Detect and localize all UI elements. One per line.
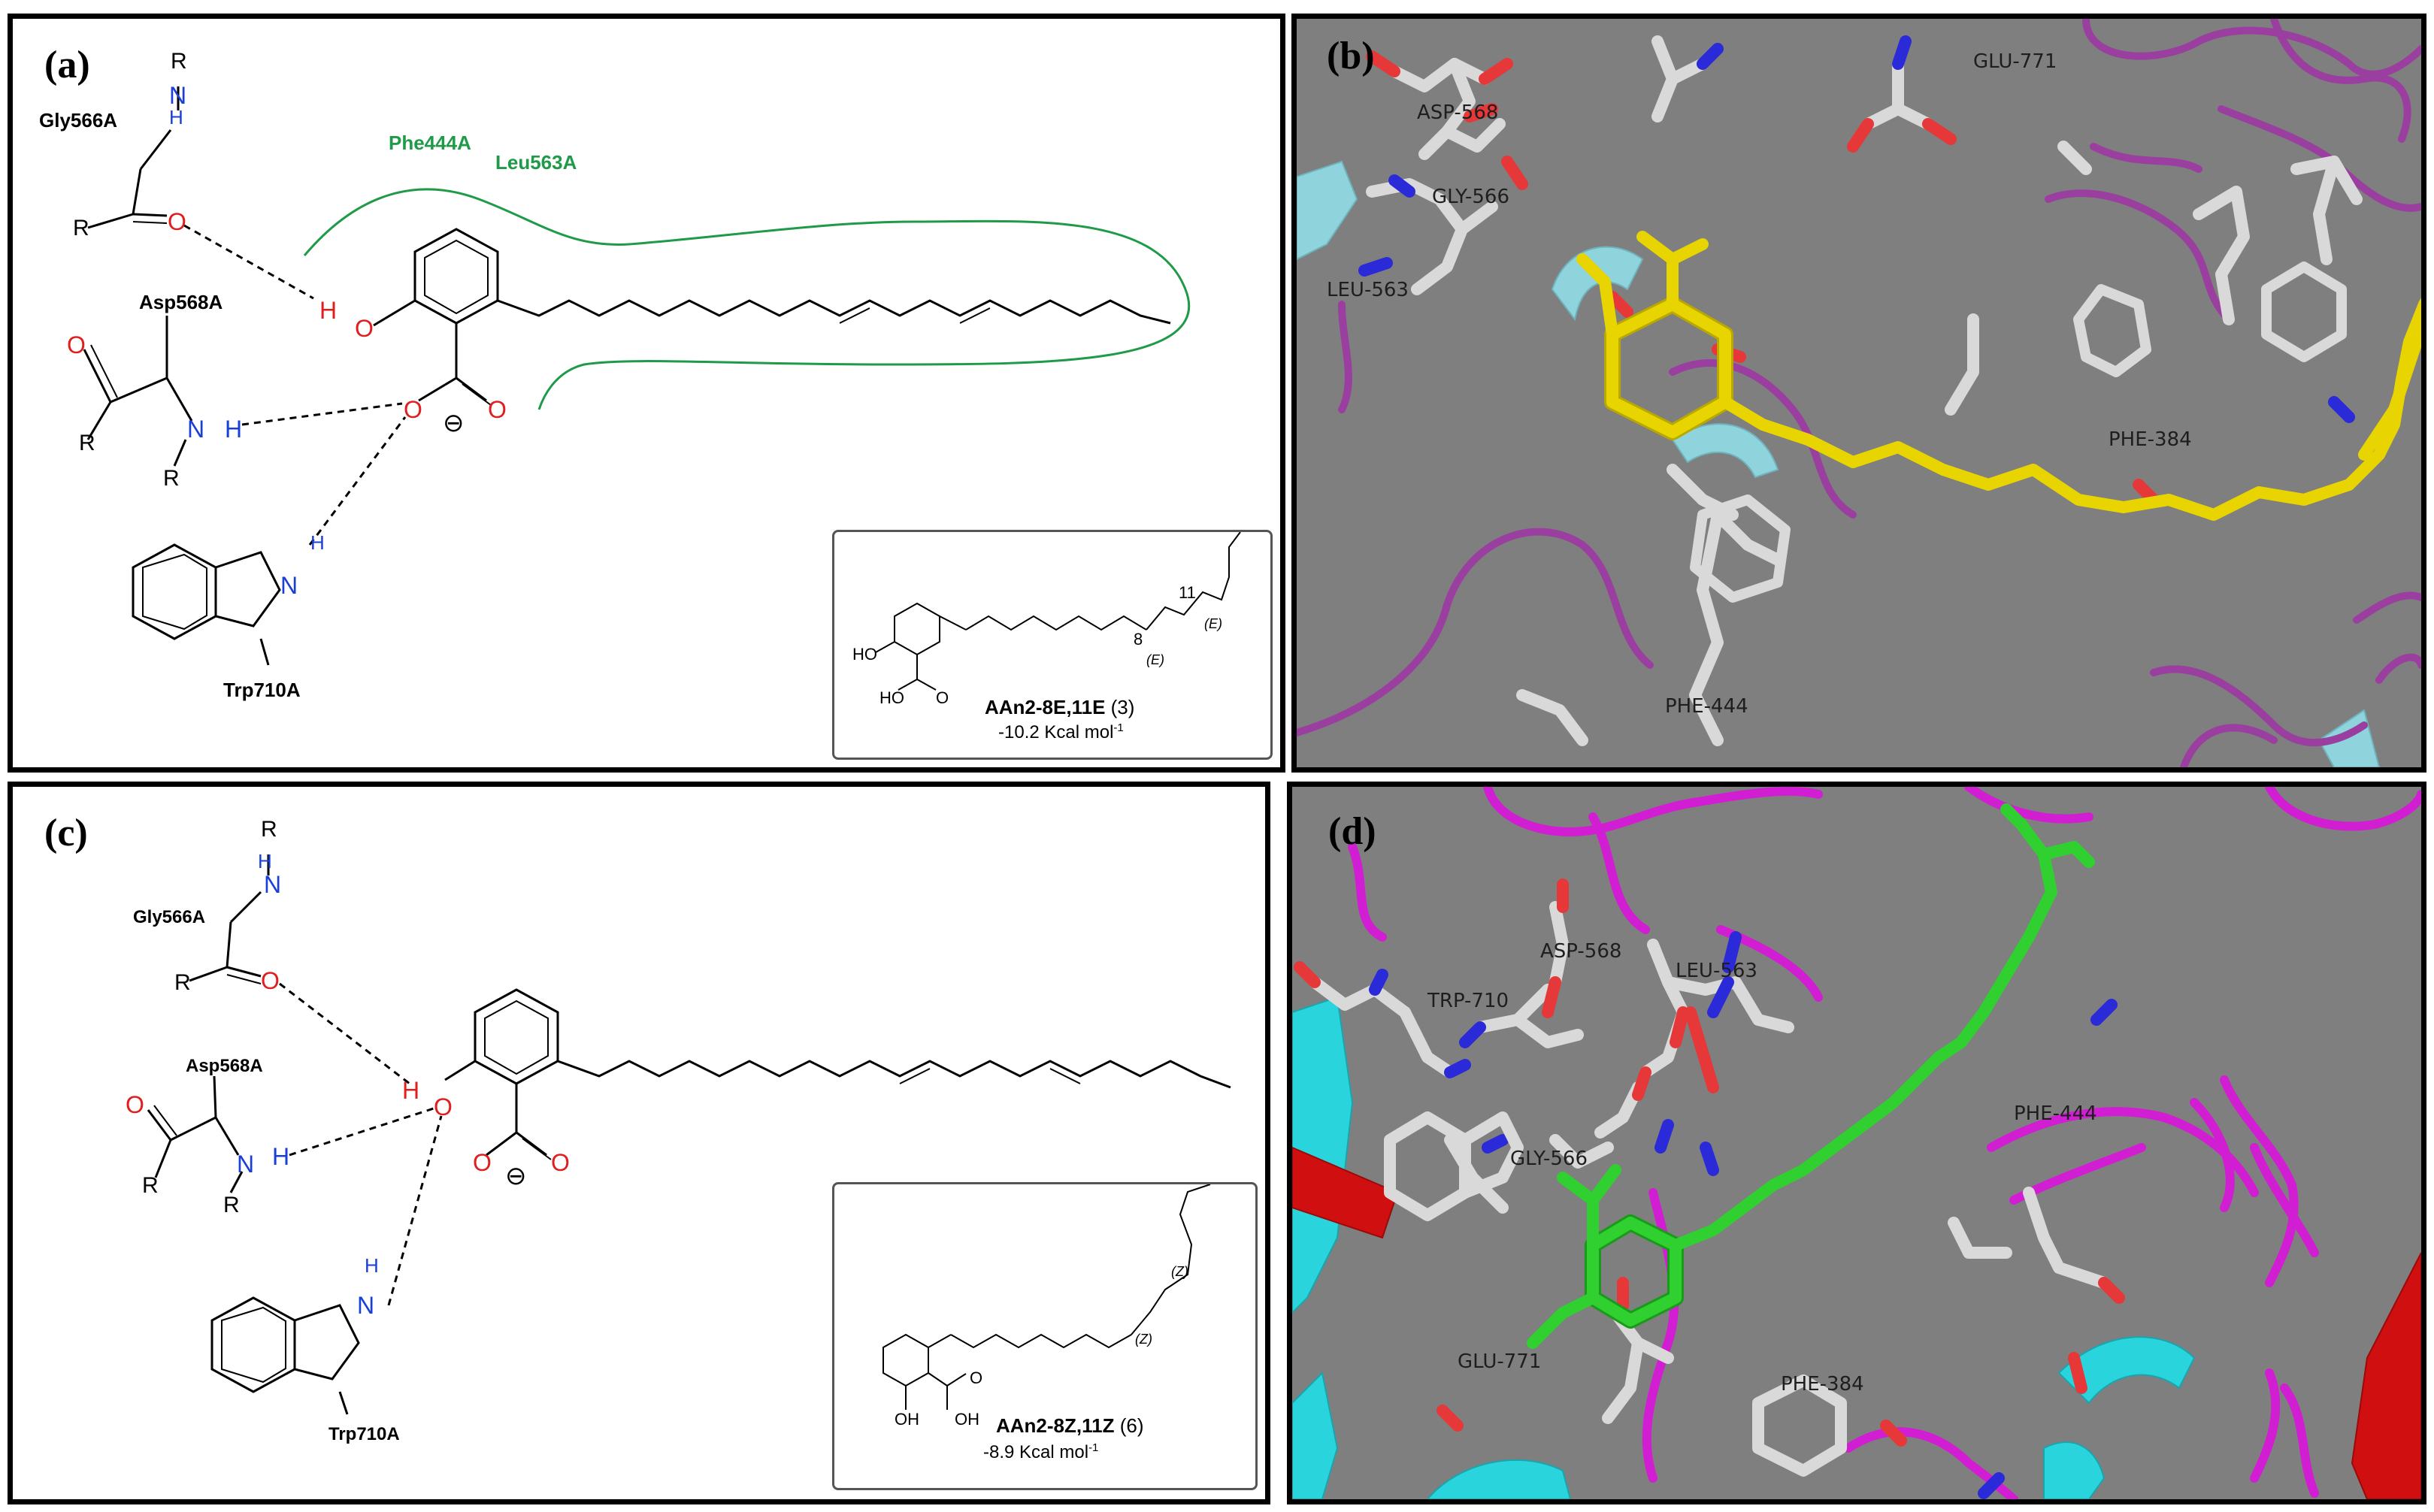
panel-d: (d) ASP-568 LEU-563 TRP-710 GLY-566 PHE-…	[1287, 782, 2426, 1504]
trp710-label: Trp710A	[223, 679, 301, 701]
c-asp568-label: Asp568A	[186, 1056, 263, 1076]
inset-c-energy-sup: -1	[1088, 1441, 1099, 1454]
panel-d-residue-glu771: GLU-771	[1458, 1350, 1542, 1373]
panel-b-residue-phe384: PHE-384	[2109, 428, 2192, 451]
panel-d-residue-trp710: TRP-710	[1427, 990, 1509, 1012]
inset-c-num: (6)	[1119, 1414, 1144, 1437]
c-ligand-charge: ⊖	[505, 1162, 527, 1190]
inset-c-oh2: OH	[955, 1410, 979, 1429]
gly566-n: N	[169, 82, 187, 109]
c-asp568-r-left: R	[142, 1173, 159, 1198]
c-trp710-n: N	[357, 1292, 375, 1319]
gly566-label: Gly566A	[39, 109, 118, 132]
panel-d-residue-gly566: GLY-566	[1510, 1148, 1588, 1170]
asp568-r-bottom: R	[163, 466, 180, 491]
inset-c-o: O	[970, 1368, 983, 1387]
c-gly566-r-bottom: R	[174, 970, 191, 995]
panel-d-label: (d)	[1328, 810, 1376, 853]
panel-a-structure	[83, 86, 1191, 666]
inset-a-energy: -10.2 Kcal mol	[998, 722, 1114, 742]
c-ligand-carboxylate-o2: O	[551, 1149, 570, 1176]
gly566-r-top: R	[171, 49, 187, 74]
inset-a-e1: (E)	[1204, 616, 1222, 631]
inset-a-caption: AAn2-8E,11E (3)	[985, 696, 1134, 719]
gly566-r-bottom: R	[73, 216, 89, 240]
c-gly566-h: H	[258, 850, 272, 872]
ligand-hydroxyl-o: O	[355, 315, 374, 342]
c-ligand-h: H	[402, 1077, 420, 1104]
inset-a-structure	[875, 532, 1241, 691]
c-gly566-n: N	[264, 871, 282, 898]
panel-d-residue-asp568: ASP-568	[1540, 940, 1622, 963]
ligand-charge: ⊖	[443, 409, 465, 437]
inset-c-energy-line: -8.9 Kcal mol-1	[983, 1441, 1098, 1463]
inset-a-o: O	[936, 688, 949, 707]
c-trp710-label: Trp710A	[328, 1424, 400, 1444]
c-gly566-r-top: R	[261, 817, 277, 842]
inset-c-caption: AAn2-8Z,11Z (6)	[996, 1414, 1144, 1438]
asp568-n: N	[187, 416, 205, 443]
panel-c-label: (c)	[44, 812, 88, 854]
inset-c-structure	[882, 1184, 1211, 1410]
panel-b: (b) ASP-568 GLU-771 GLY-566 LEU-563 PHE-…	[1291, 14, 2426, 773]
inset-a-name: AAn2-8E,11E	[985, 696, 1106, 718]
panel-b-residue-phe444: PHE-444	[1665, 695, 1748, 718]
asp568-r-left: R	[79, 431, 95, 455]
c-gly566-label: Gly566A	[133, 907, 206, 927]
c-asp568-r-bottom: R	[223, 1193, 240, 1217]
panel-b-residue-asp568: ASP-568	[1417, 101, 1499, 124]
c-asp568-o: O	[126, 1091, 144, 1118]
c-trp710-h: H	[365, 1254, 379, 1277]
asp568-h: H	[225, 416, 243, 443]
trp710-h: H	[310, 531, 325, 554]
c-asp568-n: N	[237, 1151, 255, 1178]
ligand-carboxylate-o1: O	[404, 396, 422, 423]
panel-b-residue-leu563: LEU-563	[1327, 279, 1409, 301]
ligand-carboxylate-o2: O	[488, 396, 507, 423]
inset-c-z1: (Z)	[1171, 1264, 1188, 1279]
trp710-n: N	[280, 572, 298, 599]
panel-d-residue-leu563: LEU-563	[1676, 960, 1757, 982]
panel-b-residue-gly566: GLY-566	[1432, 186, 1509, 208]
c-asp568-h: H	[272, 1143, 290, 1170]
c-ligand-carboxylate-o1: O	[473, 1149, 492, 1176]
phe444-label: Phe444A	[389, 132, 471, 154]
panel-b-residue-glu771: GLU-771	[1973, 50, 2057, 73]
inset-a-ho: HO	[852, 645, 877, 664]
panel-d-residue-phe444: PHE-444	[2014, 1102, 2097, 1125]
c-ligand-hydroxyl-o: O	[434, 1093, 453, 1120]
panel-a: (a) R N H Gly566A O R Asp568A O R N H R …	[8, 14, 1285, 773]
panel-b-label: (b)	[1327, 35, 1375, 77]
panel-c-structure	[147, 854, 1231, 1415]
gly566-o: O	[168, 208, 186, 235]
panel-c-inset: (Z) (Z) OH OH O AAn2-8Z,11Z (6) -8.9 Kca…	[832, 1182, 1258, 1490]
panel-a-label: (a)	[44, 44, 90, 86]
inset-a-c8: 8	[1134, 630, 1143, 649]
inset-c-z2: (Z)	[1135, 1332, 1152, 1347]
panel-a-inset: HO HO O 8 11 (E) (E) AAn2-8E,11E (3) -10…	[832, 530, 1273, 760]
inset-c-energy: -8.9 Kcal mol	[983, 1442, 1089, 1462]
inset-a-num: (3)	[1110, 696, 1135, 718]
panel-c: (c) R H N Gly566A O R Asp568A O R N H R …	[8, 782, 1270, 1504]
inset-c-name: AAn2-8Z,11Z	[996, 1414, 1115, 1437]
c-gly566-o: O	[261, 967, 280, 994]
gly566-h: H	[169, 106, 183, 129]
inset-a-c11: 11	[1179, 583, 1196, 602]
inset-a-e2: (E)	[1146, 652, 1164, 667]
panel-b-molecular-view	[1297, 19, 2421, 767]
panel-d-residue-phe384: PHE-384	[1781, 1373, 1864, 1396]
asp568-o: O	[67, 331, 86, 358]
panel-d-molecular-view	[1292, 787, 2421, 1499]
inset-a-ho2: HO	[879, 688, 904, 707]
asp568-label: Asp568A	[139, 291, 223, 313]
leu563-label: Leu563A	[495, 151, 577, 174]
ligand-h: H	[319, 297, 338, 324]
inset-a-energy-sup: -1	[1113, 721, 1124, 734]
inset-c-oh: OH	[895, 1410, 919, 1429]
inset-a-energy-line: -10.2 Kcal mol-1	[998, 721, 1124, 743]
